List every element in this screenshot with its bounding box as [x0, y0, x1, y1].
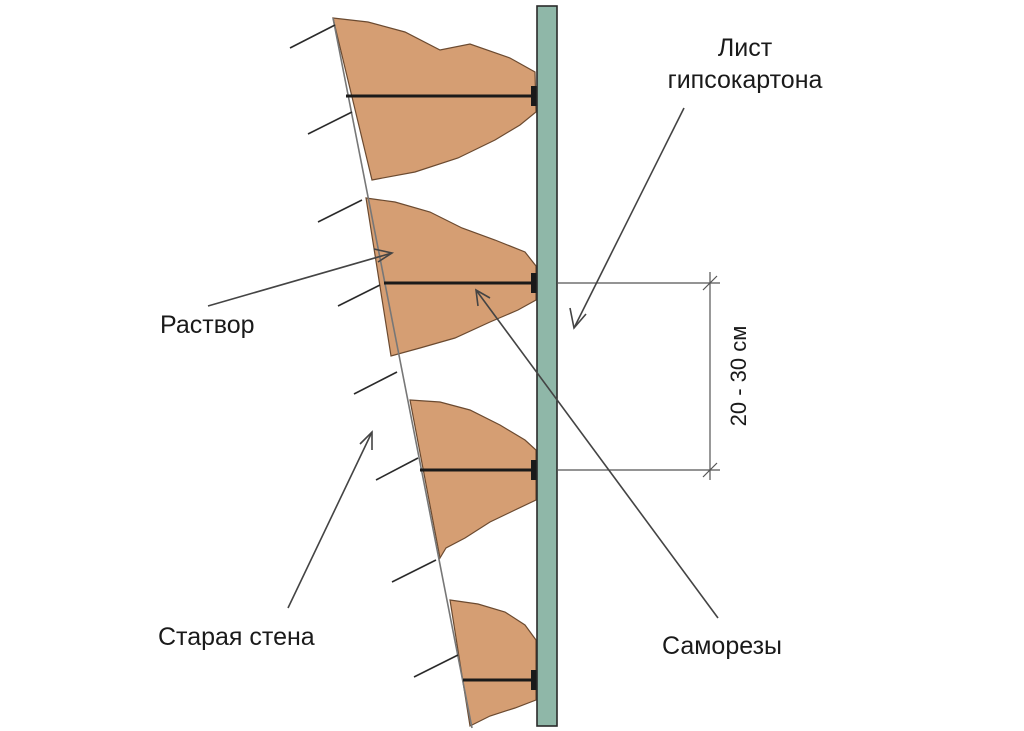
leader-arrows: [207, 107, 719, 619]
label-sheet-line2: гипсокартона: [668, 66, 823, 94]
screws: [346, 86, 539, 690]
screw-head-1: [531, 86, 539, 106]
arrow-sheet: [573, 107, 685, 329]
arrow-old-wall: [287, 431, 373, 609]
drywall-sheet: [536, 5, 558, 727]
label-sheet-line1: Лист: [718, 34, 773, 62]
arrow-mortar: [207, 252, 393, 307]
label-old-wall: Старая стена: [158, 623, 315, 651]
wall-hatching: [289, 24, 459, 678]
label-screws: Саморезы: [662, 632, 782, 660]
spacing-dimension: [558, 272, 720, 480]
arrow-screws: [475, 289, 719, 619]
label-spacing: 20 - 30 см: [726, 326, 751, 427]
screw-head-2: [531, 273, 539, 293]
screw-head-4: [531, 670, 539, 690]
old-wall-surface-line: [332, 17, 473, 729]
label-mortar: Раствор: [160, 311, 255, 339]
mortar-blob-4: [449, 599, 537, 727]
mortar-blob-1: [332, 17, 537, 181]
mortar-blob-3: [409, 399, 537, 560]
screw-head-3: [531, 460, 539, 480]
mortar-blob-2: [365, 197, 537, 357]
